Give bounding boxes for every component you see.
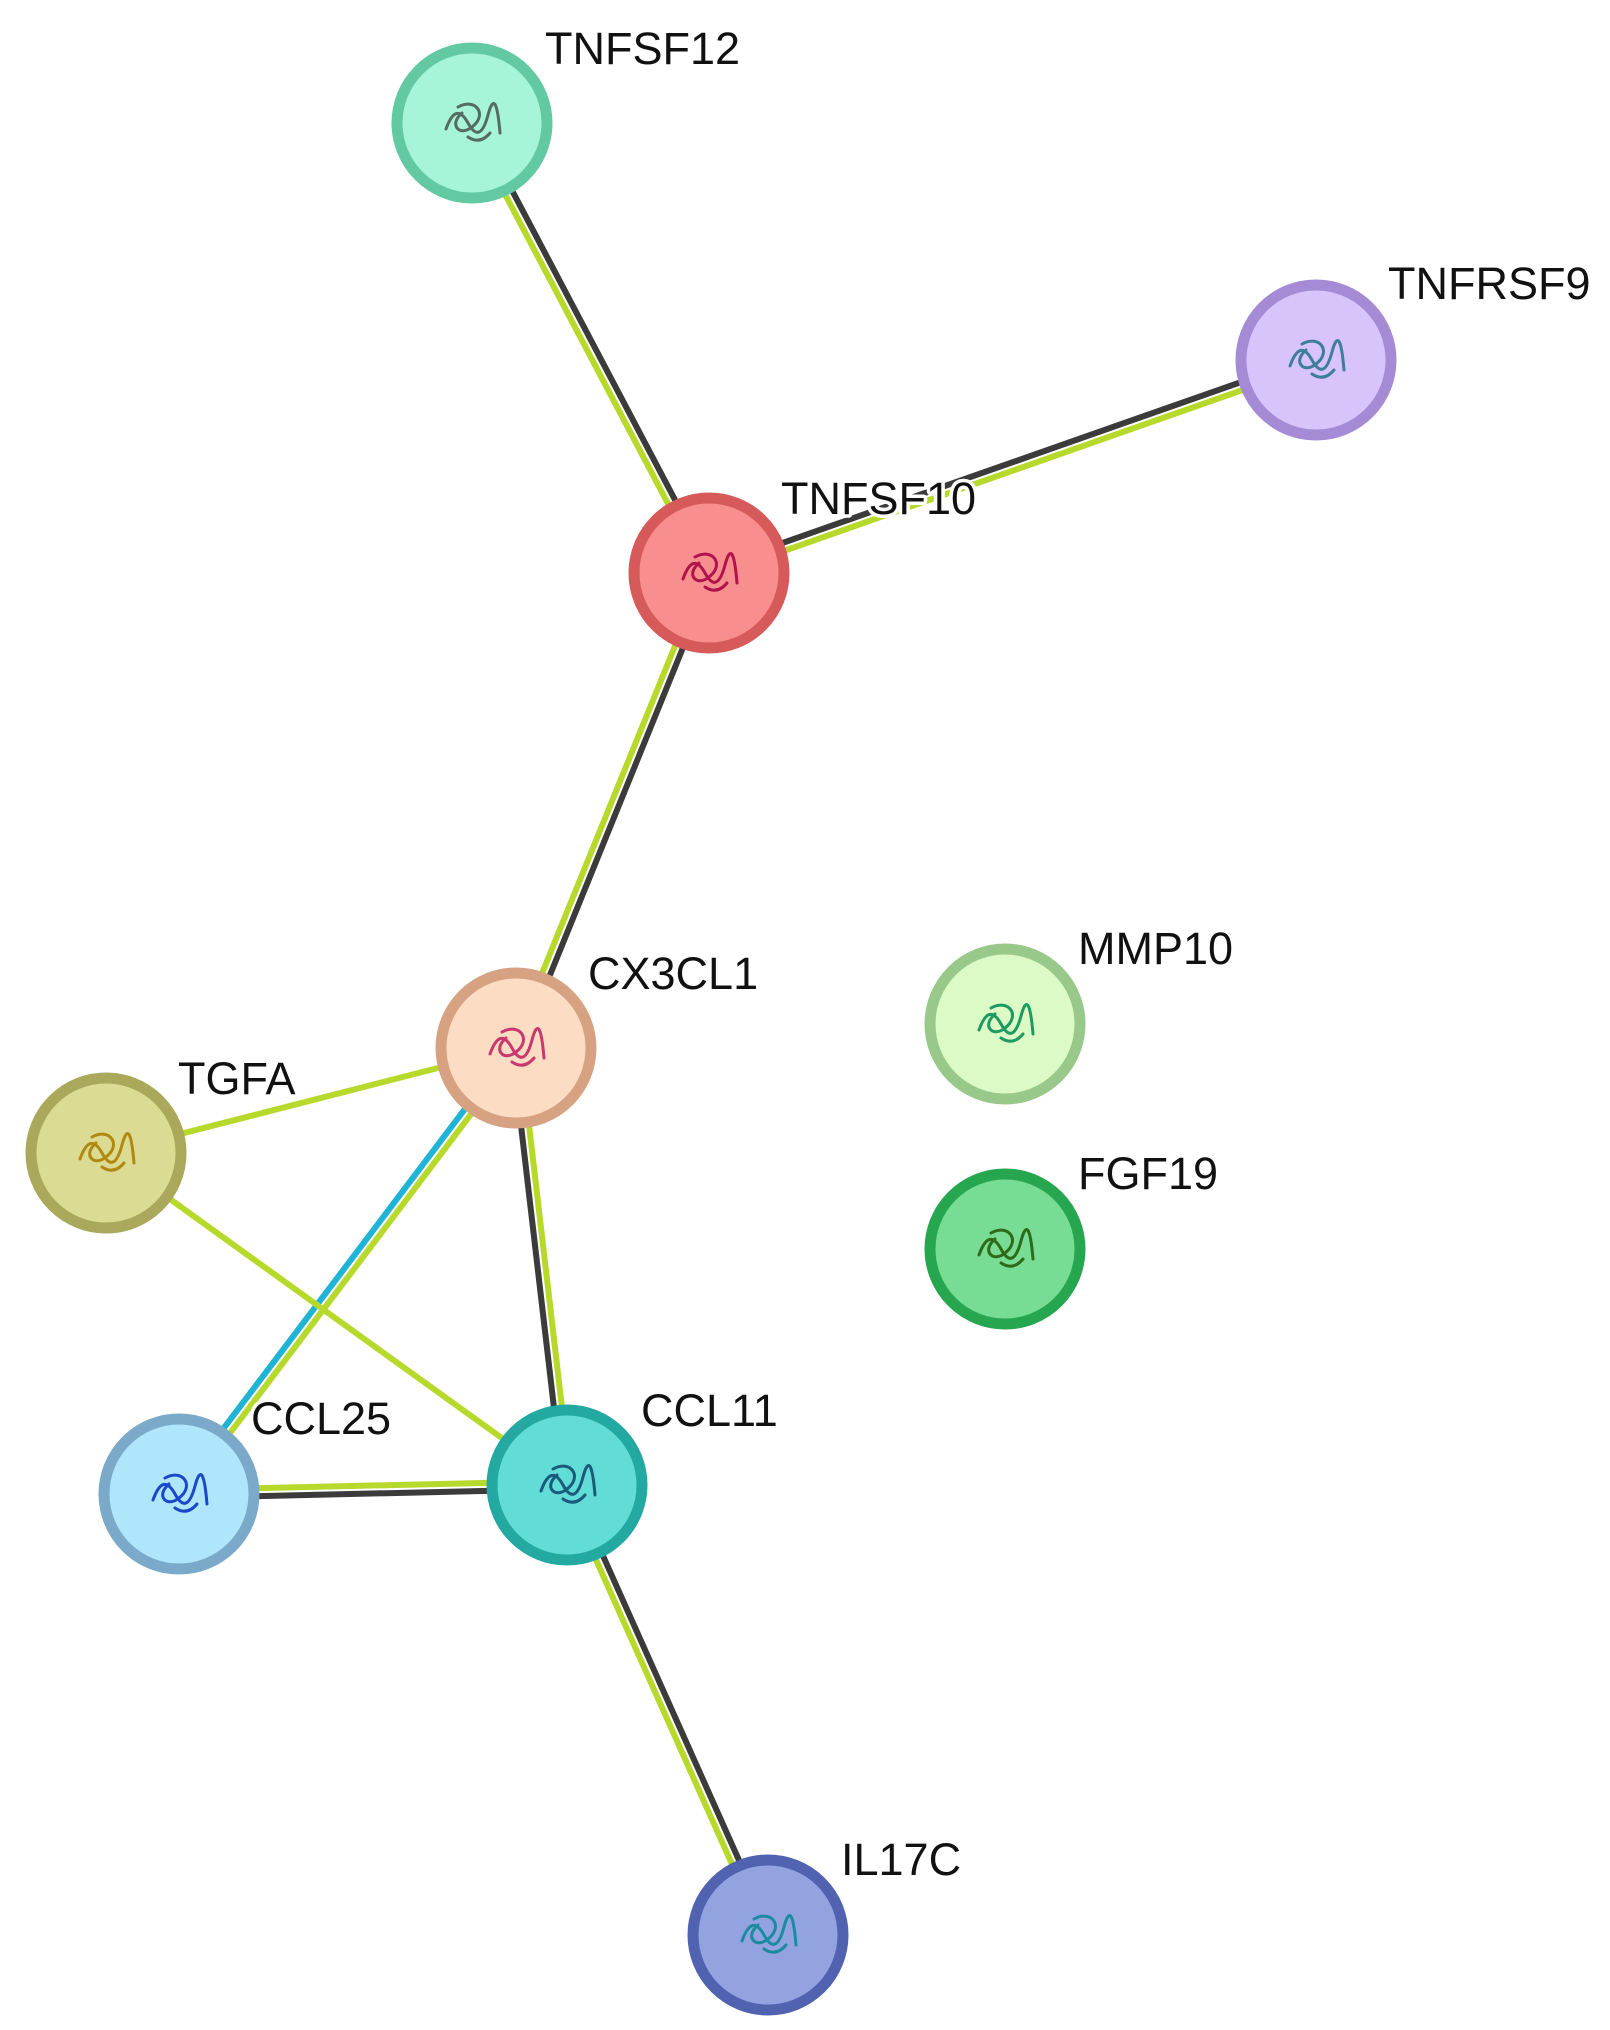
edge-stroke <box>172 1042 516 1495</box>
edge-tnfsf12-tnfsf10[interactable] <box>465 118 716 578</box>
protein-structure-icon <box>1288 338 1346 379</box>
node-tnfsf12[interactable]: TNFSF12 <box>391 19 744 204</box>
node-label: FGF19 <box>1078 1148 1218 1199</box>
edge-tgfa-ccl11[interactable] <box>103 1150 570 1488</box>
node-circle <box>435 967 597 1129</box>
edge-stroke <box>560 1483 768 1940</box>
node-circle <box>687 1854 849 2016</box>
node-circle <box>924 943 1086 1105</box>
protein-structure-icon <box>151 1472 209 1513</box>
node-circle <box>391 42 553 204</box>
edge-ccl11-il17c[interactable] <box>560 1480 775 1940</box>
protein-structure-icon <box>444 101 502 142</box>
edge-cx3cl1-ccl25[interactable] <box>172 1042 523 1500</box>
edge-stroke <box>472 118 716 575</box>
node-tgfa[interactable]: TGFA <box>25 1049 299 1234</box>
node-label: CX3CL1 <box>588 948 758 999</box>
node-ccl11[interactable]: CCL11 <box>486 1381 781 1566</box>
node-label: TGFA <box>178 1053 296 1104</box>
node-mmp10[interactable]: MMP10 <box>924 919 1237 1105</box>
node-fgf19[interactable]: FGF19 <box>924 1144 1222 1330</box>
edge-stroke <box>707 360 1321 580</box>
node-cx3cl1[interactable]: CX3CL1 <box>435 944 762 1129</box>
protein-structure-icon <box>78 1131 136 1172</box>
node-label: TNFRSF9 <box>1388 258 1591 309</box>
edge-tnfsf10-tnfrsf9[interactable] <box>704 353 1321 580</box>
node-circle <box>25 1072 187 1234</box>
edge-stroke <box>465 121 709 578</box>
node-label: TNFSF10 <box>781 473 976 524</box>
edge-stroke <box>567 1480 775 1937</box>
node-label: TNFSF12 <box>545 23 740 74</box>
node-label: CCL11 <box>641 1385 778 1436</box>
node-label: MMP10 <box>1078 923 1233 974</box>
edge-tnfsf10-cx3cl1[interactable] <box>509 568 716 1053</box>
node-label: CCL25 <box>251 1393 391 1444</box>
protein-structure-icon <box>539 1463 597 1504</box>
protein-structure-icon <box>740 1913 798 1954</box>
edge-stroke <box>179 1047 523 1500</box>
edge-stroke <box>509 568 709 1050</box>
protein-structure-icon <box>977 1227 1035 1268</box>
node-il17c[interactable]: IL17C <box>687 1830 965 2016</box>
node-circle <box>924 1168 1086 1330</box>
node-circle <box>98 1413 260 1575</box>
protein-structure-icon <box>488 1026 546 1067</box>
protein-structure-icon <box>977 1002 1035 1043</box>
node-circle <box>486 1404 648 1566</box>
edge-stroke <box>103 1150 570 1488</box>
node-label: IL17C <box>841 1834 961 1885</box>
node-tnfsf10[interactable]: TNFSF10 <box>628 469 980 654</box>
edges-layer <box>103 118 1321 1940</box>
protein-structure-icon <box>681 551 739 592</box>
node-circle <box>1235 279 1397 441</box>
node-tnfrsf9[interactable]: TNFRSF9 <box>1235 254 1594 441</box>
edge-stroke <box>704 353 1318 573</box>
edge-stroke <box>516 571 716 1053</box>
node-ccl25[interactable]: CCL25 <box>98 1389 395 1575</box>
node-circle <box>628 492 790 654</box>
